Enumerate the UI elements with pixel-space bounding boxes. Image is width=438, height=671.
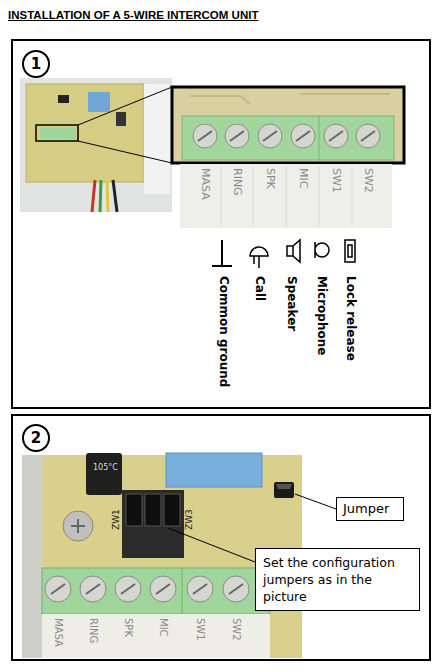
housing-edge <box>22 455 42 658</box>
label-strip <box>180 164 392 228</box>
leader-line <box>295 494 336 509</box>
lock-symbol <box>345 240 355 262</box>
terminal-label: MIC <box>156 618 170 637</box>
jumper-header <box>122 490 184 558</box>
jumper-icon-face <box>276 484 292 489</box>
page-title: INSTALLATION OF A 5-WIRE INTERCOM UNIT <box>8 9 258 21</box>
jumper-cap <box>145 494 161 526</box>
node-text: 1 <box>31 55 41 73</box>
wire <box>100 180 101 212</box>
terminal-divider <box>319 116 320 160</box>
callout-number: 1 <box>22 50 50 78</box>
panel-frame <box>12 40 430 408</box>
wire <box>107 180 108 212</box>
terminal-label: RING <box>230 168 245 196</box>
zoom-frame <box>172 87 404 163</box>
node-text: Set the configuration jumpers as in the … <box>263 554 412 605</box>
signal-label: Lock release <box>343 276 359 361</box>
zoom-line <box>78 87 172 125</box>
capacitor <box>86 453 122 495</box>
circuit-board <box>172 87 404 163</box>
housing-flap <box>144 84 170 194</box>
terminal-label: SW1 <box>193 618 207 641</box>
strip-divider <box>221 166 352 226</box>
chip-component <box>116 112 126 126</box>
instruction-box: Set the configuration jumpers as in the … <box>255 548 420 611</box>
signal-label: Call <box>252 276 268 301</box>
housing-photo <box>20 78 172 212</box>
screw-slot <box>198 131 375 141</box>
ground-symbol <box>212 240 232 266</box>
terminal-label: MASA <box>198 168 213 200</box>
wire <box>92 180 95 212</box>
screw-slot <box>51 584 243 594</box>
jumper-cap <box>164 494 180 526</box>
leader-line <box>168 528 255 562</box>
zoom-marker <box>36 125 78 141</box>
signal-label: Microphone <box>314 276 330 355</box>
terminal-label: SW2 <box>361 168 376 193</box>
node-text: 2 <box>31 429 41 447</box>
terminal-label: MIC <box>296 168 311 188</box>
relay-component <box>166 453 262 487</box>
terminal-label: SPK <box>121 618 135 637</box>
jumper-label: ZW1 <box>110 509 123 530</box>
speaker-symbol <box>287 240 300 262</box>
terminal-label: MASA <box>51 618 65 647</box>
terminal-label: SW1 <box>329 168 344 193</box>
circuit-board <box>26 84 144 182</box>
terminal-block <box>182 116 394 160</box>
microphone-symbol <box>315 242 329 258</box>
terminal-label: RING <box>86 618 100 643</box>
relay-component <box>88 92 110 112</box>
jumper-cap <box>126 494 142 526</box>
part-label-box: Jumper <box>336 497 404 521</box>
signal-label: Speaker <box>284 276 300 331</box>
signal-label: Common ground <box>216 276 232 387</box>
board-trace <box>190 94 390 104</box>
terminal-label: SPK <box>263 168 278 189</box>
mounting-screw <box>63 511 93 541</box>
panel-frame <box>12 415 430 660</box>
component-marking: 105°C <box>93 462 118 474</box>
bell-symbol <box>250 247 268 268</box>
jumper-label: ZW3 <box>183 509 196 530</box>
terminal-label: SW2 <box>229 618 243 641</box>
terminal-block <box>40 128 76 139</box>
chip-component <box>58 95 69 103</box>
jumper-icon <box>274 482 294 498</box>
terminal-divider <box>182 568 183 614</box>
callout-number: 2 <box>22 424 50 452</box>
wire <box>113 180 117 212</box>
node-text: Jumper <box>343 501 397 517</box>
screw-slot <box>71 519 85 533</box>
zoom-line <box>78 141 172 163</box>
terminal-block <box>42 568 270 614</box>
label-strip <box>42 614 270 658</box>
